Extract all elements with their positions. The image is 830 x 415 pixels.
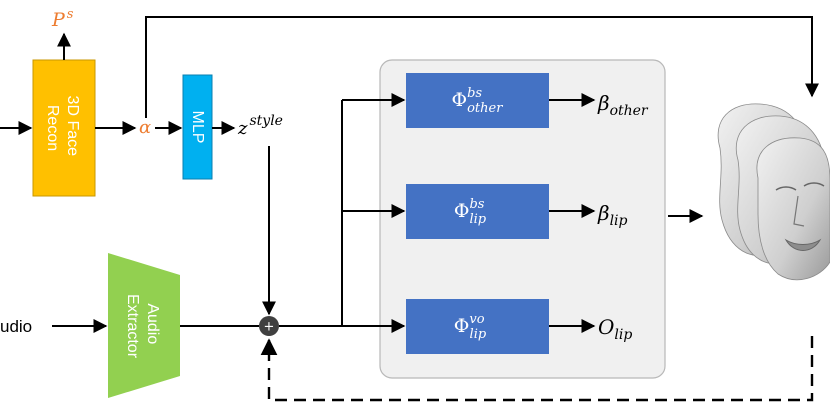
head-box-lip-bs xyxy=(406,184,549,239)
face-recon-block: 3D Face Recon xyxy=(32,59,96,197)
audio-input-label: udio xyxy=(0,317,32,336)
face-mesh-stack-icon xyxy=(717,103,830,281)
adder-node: + xyxy=(259,316,279,336)
audio-extractor-label-line2: Extractor xyxy=(124,294,141,359)
mlp-label: MLP xyxy=(189,111,206,144)
audio-extractor-block: Audio Extractor xyxy=(108,253,180,398)
head-box-lip-vo xyxy=(406,299,549,354)
output-label-beta-other: βother xyxy=(597,91,649,119)
output-label-beta-lip: βlip xyxy=(597,201,628,229)
audio-extractor-label-line1: Audio xyxy=(144,303,161,344)
mlp-block: MLP xyxy=(182,74,213,180)
svg-text:3D Face Recon: 3D Face Recon xyxy=(44,96,81,161)
dashed-feedback-loop xyxy=(260,336,814,402)
connections xyxy=(0,16,819,333)
face-recon-label-line1: 3D Face xyxy=(64,96,81,157)
alpha-label: α xyxy=(139,117,151,138)
face-recon-label-line2: Recon xyxy=(44,105,61,151)
arrow-alpha-to-face xyxy=(145,16,819,118)
svg-text:Audio Extractor: Audio Extractor xyxy=(124,294,161,359)
head-box-other-bs xyxy=(406,73,549,128)
output-label-o-lip: Olip xyxy=(598,315,632,343)
adder-symbol: + xyxy=(264,320,275,335)
